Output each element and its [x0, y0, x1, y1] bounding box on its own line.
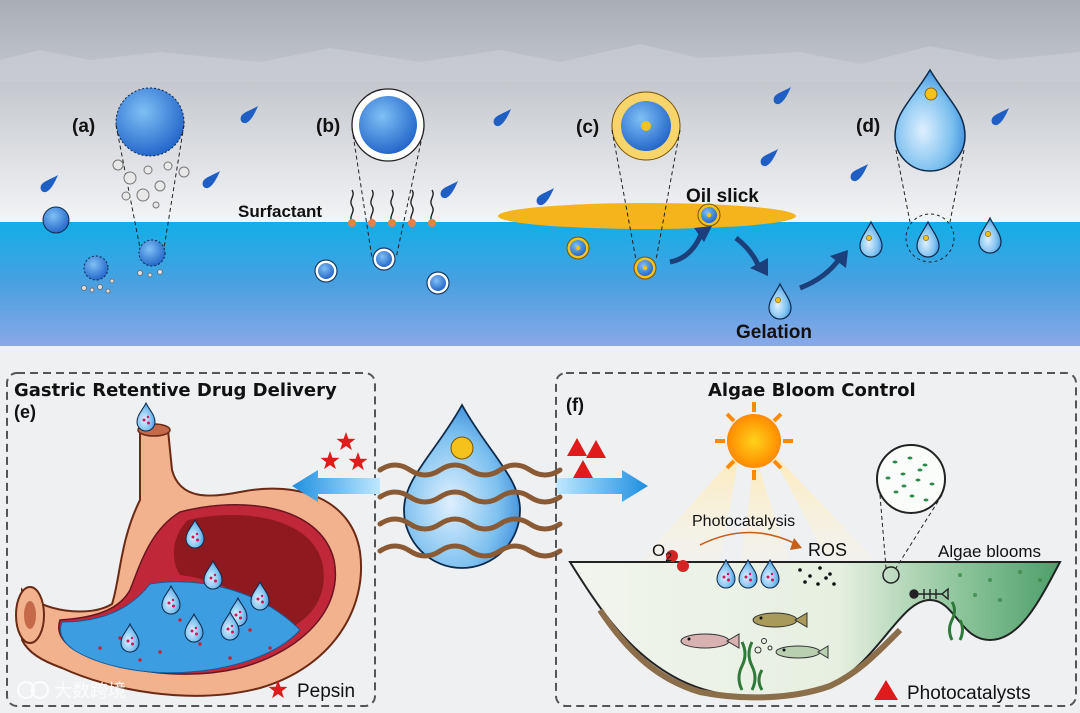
ros-dots [798, 566, 836, 586]
panel-label-a: (a) [72, 116, 95, 137]
pepsin-legend-label: Pepsin [297, 681, 355, 702]
arrow-right-icon [556, 470, 648, 502]
panel-label-b: (b) [316, 116, 340, 137]
panel-d-sketch [859, 68, 1002, 263]
surfactant-label: Surfactant [238, 202, 322, 221]
panel-label-c: (c) [576, 117, 599, 138]
fish-icons [680, 587, 949, 659]
panel-b-sketch [314, 88, 450, 295]
algae-zoom [876, 444, 946, 584]
gelation-label: Gelation [736, 322, 812, 343]
photocatalyst-triangle-icon [874, 680, 898, 700]
photocatalysis-label: Photocatalysis [692, 513, 795, 530]
algae-panel: O2 Photocatalysis ROS Algae blooms [555, 372, 1077, 707]
photocatalysts-legend-label: Photocatalysts [907, 683, 1031, 704]
watermark-text: 大数跨境 [54, 681, 126, 702]
watermark: 大数跨境 [17, 681, 126, 702]
oxygen-molecule-icon [666, 550, 689, 572]
gastric-title: Gastric Retentive Drug Delivery [14, 380, 337, 401]
panel-label-e: (e) [14, 402, 36, 422]
panel-label-d: (d) [856, 116, 880, 137]
top-scene: (a) (b) Surfactant [0, 0, 1080, 346]
sun-icon [715, 402, 793, 480]
o2-label: O2 [652, 541, 672, 564]
water-surface [0, 222, 1080, 346]
photocatalyst-triangles-icon [567, 438, 606, 478]
algae-blooms-label: Algae blooms [938, 542, 1041, 561]
gastric-panel: Gastric Retentive Drug Delivery (e) Peps… [6, 372, 376, 707]
ros-label: ROS [808, 540, 847, 560]
seaweed-icons [737, 601, 964, 691]
panel-a-sketch [42, 87, 190, 294]
arrow-left-icon [292, 470, 380, 502]
center-hydrogel [292, 403, 648, 569]
oil-slick [498, 203, 796, 229]
panel-label-f: (f) [566, 395, 584, 415]
pepsin-star-icon [268, 680, 288, 699]
hydrogel-drops [716, 559, 780, 589]
oil-slick-label: Oil slick [686, 186, 759, 207]
pepsin-stars-icon [320, 432, 368, 471]
algae-title: Algae Bloom Control [708, 380, 916, 401]
bubble-icons [754, 638, 773, 654]
panel-c-sketch [498, 91, 848, 320]
stomach-illustration [15, 402, 362, 697]
